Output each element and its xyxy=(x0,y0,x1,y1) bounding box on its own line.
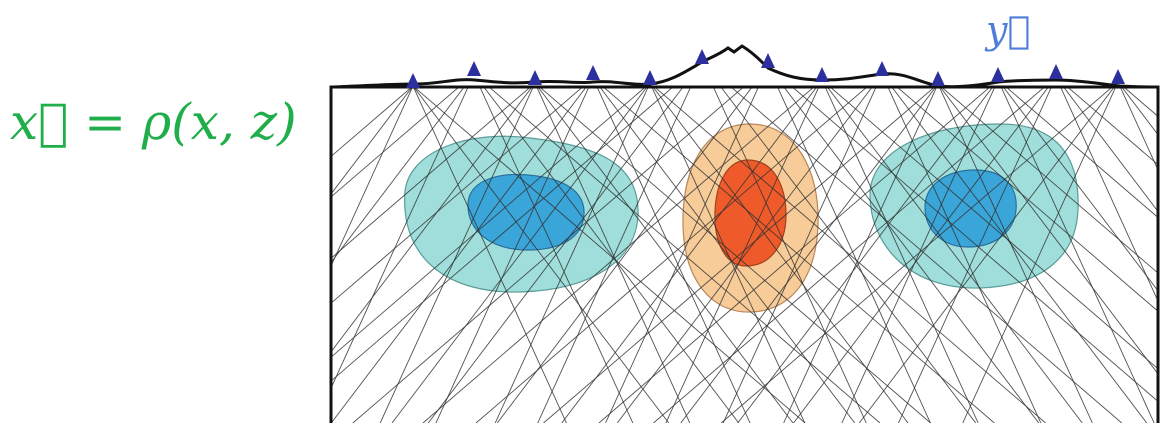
ray-path xyxy=(783,87,938,423)
ray-path xyxy=(331,87,413,195)
ray-path xyxy=(331,87,465,264)
ray-path xyxy=(829,87,1158,370)
ray-path xyxy=(939,87,1158,375)
ray-path xyxy=(826,87,1083,423)
ray-path xyxy=(543,87,936,423)
receiver-8 xyxy=(815,67,829,82)
ray-path xyxy=(391,87,648,423)
ray-path xyxy=(1121,87,1158,136)
model-equation: x⃗ = ρ(x, z) xyxy=(10,93,297,151)
ray-path xyxy=(720,87,977,423)
ray-path xyxy=(331,87,533,353)
ray-path xyxy=(1119,87,1158,171)
ray-path xyxy=(413,87,670,423)
ray-path xyxy=(483,87,740,423)
ray-path xyxy=(653,87,1046,423)
ray-path xyxy=(737,87,994,423)
ray-path xyxy=(475,87,868,423)
ray-path xyxy=(887,87,1042,423)
receiver-7 xyxy=(761,53,775,68)
ray-path xyxy=(616,87,873,423)
receiver-2 xyxy=(467,61,481,76)
ray-path xyxy=(422,87,815,423)
receiver-12 xyxy=(1049,64,1063,79)
ray-path xyxy=(561,87,818,423)
ray-path xyxy=(435,87,590,423)
ray-path xyxy=(331,87,414,268)
receiver-11 xyxy=(991,67,1005,82)
ray-path xyxy=(891,87,1148,423)
ray-path xyxy=(653,87,1046,423)
ray-path xyxy=(331,87,413,158)
receiver-9 xyxy=(875,61,889,76)
ray-path xyxy=(1060,87,1158,303)
ray-path xyxy=(962,87,1117,423)
ray-path xyxy=(720,87,1113,423)
ray-path xyxy=(896,87,1158,312)
ray-path xyxy=(791,87,1158,402)
ray-path xyxy=(352,87,745,423)
model-frame xyxy=(329,44,1160,423)
receiver-3 xyxy=(528,70,542,85)
ray-path xyxy=(331,87,532,259)
ray-paths xyxy=(331,87,1158,423)
ray-path xyxy=(331,87,460,198)
ray-path xyxy=(598,87,991,423)
ray-path xyxy=(652,87,909,423)
ray-path xyxy=(665,87,820,423)
receiver-4 xyxy=(586,65,600,80)
ray-path xyxy=(537,87,794,423)
ray-path xyxy=(1002,87,1158,292)
ray-path xyxy=(605,87,759,423)
ray-path xyxy=(940,87,1158,274)
receiver-13 xyxy=(1111,69,1125,84)
ray-path xyxy=(783,87,1040,423)
ray-path xyxy=(824,87,979,423)
receiver-1 xyxy=(406,73,420,88)
receiver-10 xyxy=(931,71,945,86)
ray-path xyxy=(793,87,1049,423)
ray-path xyxy=(938,87,1093,423)
model-box-border xyxy=(329,85,1160,423)
ray-path xyxy=(536,87,691,423)
ray-path xyxy=(331,87,587,423)
ray-path xyxy=(1123,87,1158,117)
ray-path xyxy=(599,87,856,423)
ray-path xyxy=(1000,87,1155,423)
ray-path xyxy=(602,87,995,423)
ray-path xyxy=(777,87,931,423)
ray-path xyxy=(494,87,649,423)
receiver-5 xyxy=(643,70,657,85)
receivers-group xyxy=(406,49,1125,88)
topography-line xyxy=(330,44,1159,89)
ray-path xyxy=(537,87,692,423)
ray-path xyxy=(331,87,674,382)
ray-path xyxy=(331,87,647,358)
ray-path xyxy=(488,87,881,423)
ray-path xyxy=(898,87,1052,423)
ray-path xyxy=(680,87,937,423)
ray-path xyxy=(858,87,1115,423)
ray-path xyxy=(651,87,806,423)
ray-path xyxy=(1063,87,1158,213)
ray-path xyxy=(379,87,534,423)
ray-path xyxy=(730,87,1123,423)
ray-path xyxy=(841,87,996,423)
ray-path xyxy=(413,87,806,423)
ray-path xyxy=(1005,87,1158,219)
observation-label: y⃗ xyxy=(986,8,1031,52)
ray-path xyxy=(331,87,584,304)
receiver-6 xyxy=(695,49,709,64)
ray-path xyxy=(496,87,753,423)
ray-path xyxy=(427,87,684,423)
ray-path xyxy=(1066,87,1158,166)
anomaly-left-inner xyxy=(467,173,585,251)
